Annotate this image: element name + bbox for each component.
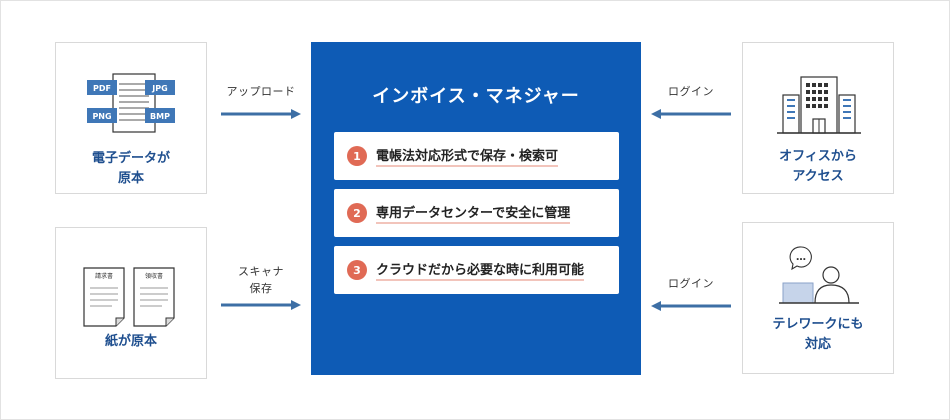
- panel-title: インボイス・マネジャー: [372, 86, 580, 107]
- feature-item: 3 クラウドだから必要な時に利用可能: [334, 246, 619, 294]
- feature-number: 3: [347, 260, 367, 280]
- document-title: 領収書: [145, 272, 163, 280]
- arrow-label: アップロード: [226, 85, 296, 98]
- arrow-upload: アップロード: [219, 83, 303, 123]
- card-label: オフィスから アクセス: [779, 149, 857, 184]
- feature-text: 電帳法対応形式で保存・検索可: [376, 145, 559, 167]
- card-paper-original: 請求書 領収書 紙が原本: [55, 227, 207, 379]
- digital-files-icon: PDF JPG PNG BMP: [87, 73, 175, 133]
- invoice-manager-panel: インボイス・マネジャー 1 電帳法対応形式で保存・検索可 2 専用データセンター…: [311, 42, 641, 375]
- document-title: 請求書: [95, 272, 113, 280]
- card-label: 紙が原本: [104, 334, 157, 349]
- arrow-left-icon: [651, 109, 731, 119]
- office-building-icon: [777, 76, 861, 134]
- arrow-left-icon: [651, 301, 731, 311]
- arrow-right-icon: [221, 109, 301, 119]
- feature-number: 1: [347, 146, 367, 166]
- arrow-label: スキャナ 保存: [238, 265, 284, 295]
- speech-bubble-text: …: [796, 252, 806, 263]
- card-label: テレワークにも 対応: [772, 317, 864, 352]
- feature-number: 2: [347, 203, 367, 223]
- card-digital-original: PDF JPG PNG BMP 電子データが 原本: [55, 42, 207, 194]
- arrow-scan: スキャナ 保存: [219, 263, 303, 315]
- card-label: 電子データが 原本: [91, 151, 170, 186]
- feature-item: 1 電帳法対応形式で保存・検索可: [334, 132, 619, 180]
- card-telework: … テレワークにも 対応: [742, 222, 894, 374]
- card-office-access: オフィスから アクセス: [742, 42, 894, 194]
- telework-person-icon: …: [779, 246, 859, 304]
- arrow-right-icon: [221, 300, 301, 310]
- file-type-label: PNG: [92, 112, 111, 121]
- arrow-label: ログイン: [668, 85, 714, 98]
- feature-item: 2 専用データセンターで安全に管理: [334, 189, 619, 237]
- file-type-label: BMP: [150, 112, 170, 121]
- arrow-login-office: ログイン: [649, 83, 733, 123]
- paper-documents-icon: 請求書 領収書: [83, 267, 175, 327]
- file-type-label: JPG: [151, 84, 167, 93]
- feature-text: クラウドだから必要な時に利用可能: [376, 259, 585, 281]
- arrow-login-remote: ログイン: [649, 275, 733, 315]
- feature-text: 専用データセンターで安全に管理: [376, 202, 571, 224]
- file-type-label: PDF: [93, 84, 111, 93]
- arrow-label: ログイン: [668, 277, 714, 290]
